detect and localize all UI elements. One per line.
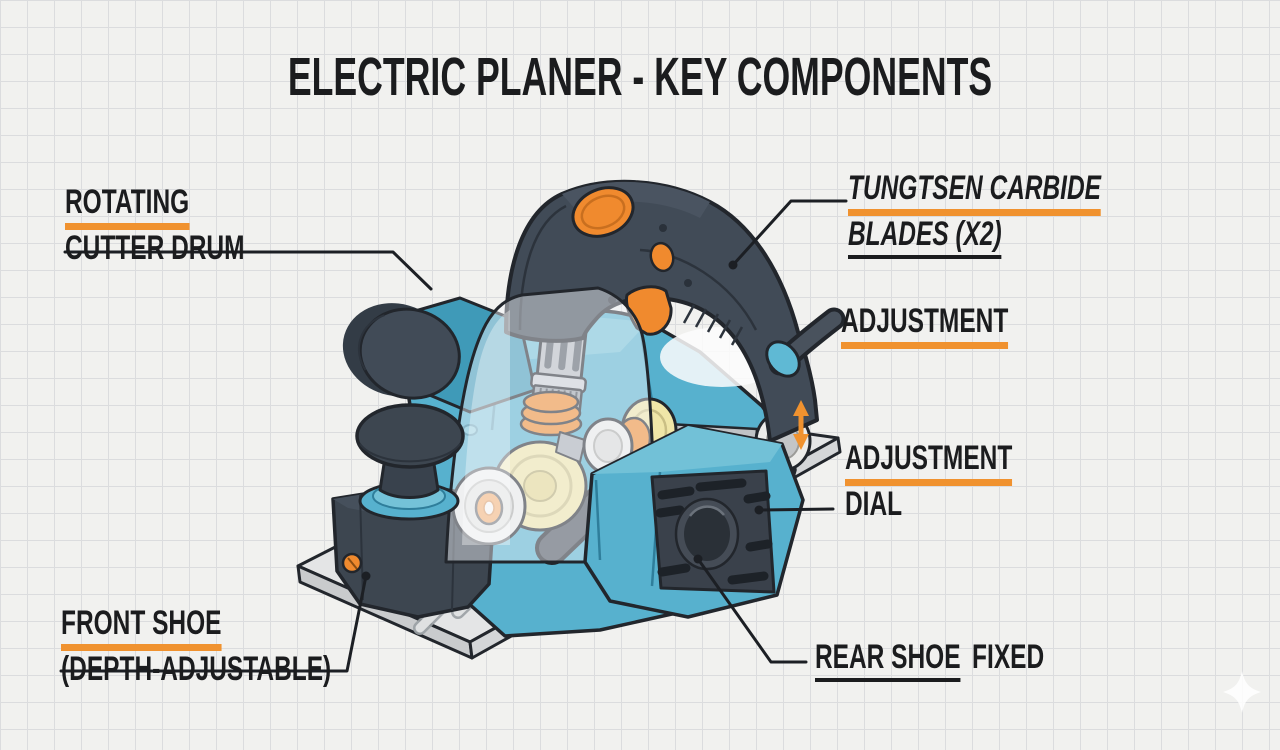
label-rotating-cutter-drum: ROTATING CUTTER DRUM — [65, 184, 245, 267]
lock-button — [649, 241, 675, 273]
brand-badge — [571, 186, 635, 238]
label-fixed: FIXED — [972, 638, 1045, 676]
rear-housing — [583, 424, 805, 619]
leader-cutter-drum — [63, 250, 433, 291]
leader-rear-shoe — [696, 557, 808, 664]
power-cord — [765, 307, 846, 378]
front-pulley — [451, 440, 588, 546]
front-motor-housing — [342, 296, 537, 414]
sparkle-icon — [1223, 671, 1261, 713]
label-rear-shoe: REAR SHOE FIXED — [815, 639, 1044, 682]
label-adjustment: ADJUSTMENT — [841, 303, 1009, 349]
leader-blades — [731, 199, 848, 267]
leader-lines — [59, 199, 848, 673]
label-rear-shoe-text: REAR SHOE — [815, 639, 961, 682]
label-tungsten-carbide: TUNGTSEN CARBIDE — [848, 170, 1101, 216]
label-depth-adjustable: (DEPTH-ADJUSTABLE) — [61, 650, 332, 688]
motor-end-bell — [674, 497, 740, 571]
adjustment-arrow-icon — [793, 400, 809, 450]
label-rotating: ROTATING — [65, 184, 190, 230]
drum-collar — [519, 390, 583, 437]
label-dial: DIAL — [845, 485, 903, 523]
leader-front-shoe — [59, 574, 368, 673]
page-title: ELECTRIC PLANER - KEY COMPONENTS — [287, 47, 993, 107]
handle — [504, 179, 819, 443]
front-knob — [355, 403, 465, 521]
leader-adjustment-dial — [757, 507, 835, 512]
label-front-shoe-text: FRONT SHOE — [61, 605, 222, 651]
vent-slots — [655, 478, 773, 585]
grip-ridges — [682, 304, 744, 346]
label-adjustment-dial: ADJUSTMENT DIAL — [845, 439, 1013, 523]
label-cutter-drum: CUTTER DRUM — [65, 229, 245, 267]
label-front-shoe: FRONT SHOE (DEPTH-ADJUSTABLE) — [61, 605, 331, 688]
label-blades-x2: BLADES (X2) — [848, 216, 1002, 259]
label-tungsten-blades: TUNGTSEN CARBIDE BLADES (X2) — [848, 170, 1101, 259]
